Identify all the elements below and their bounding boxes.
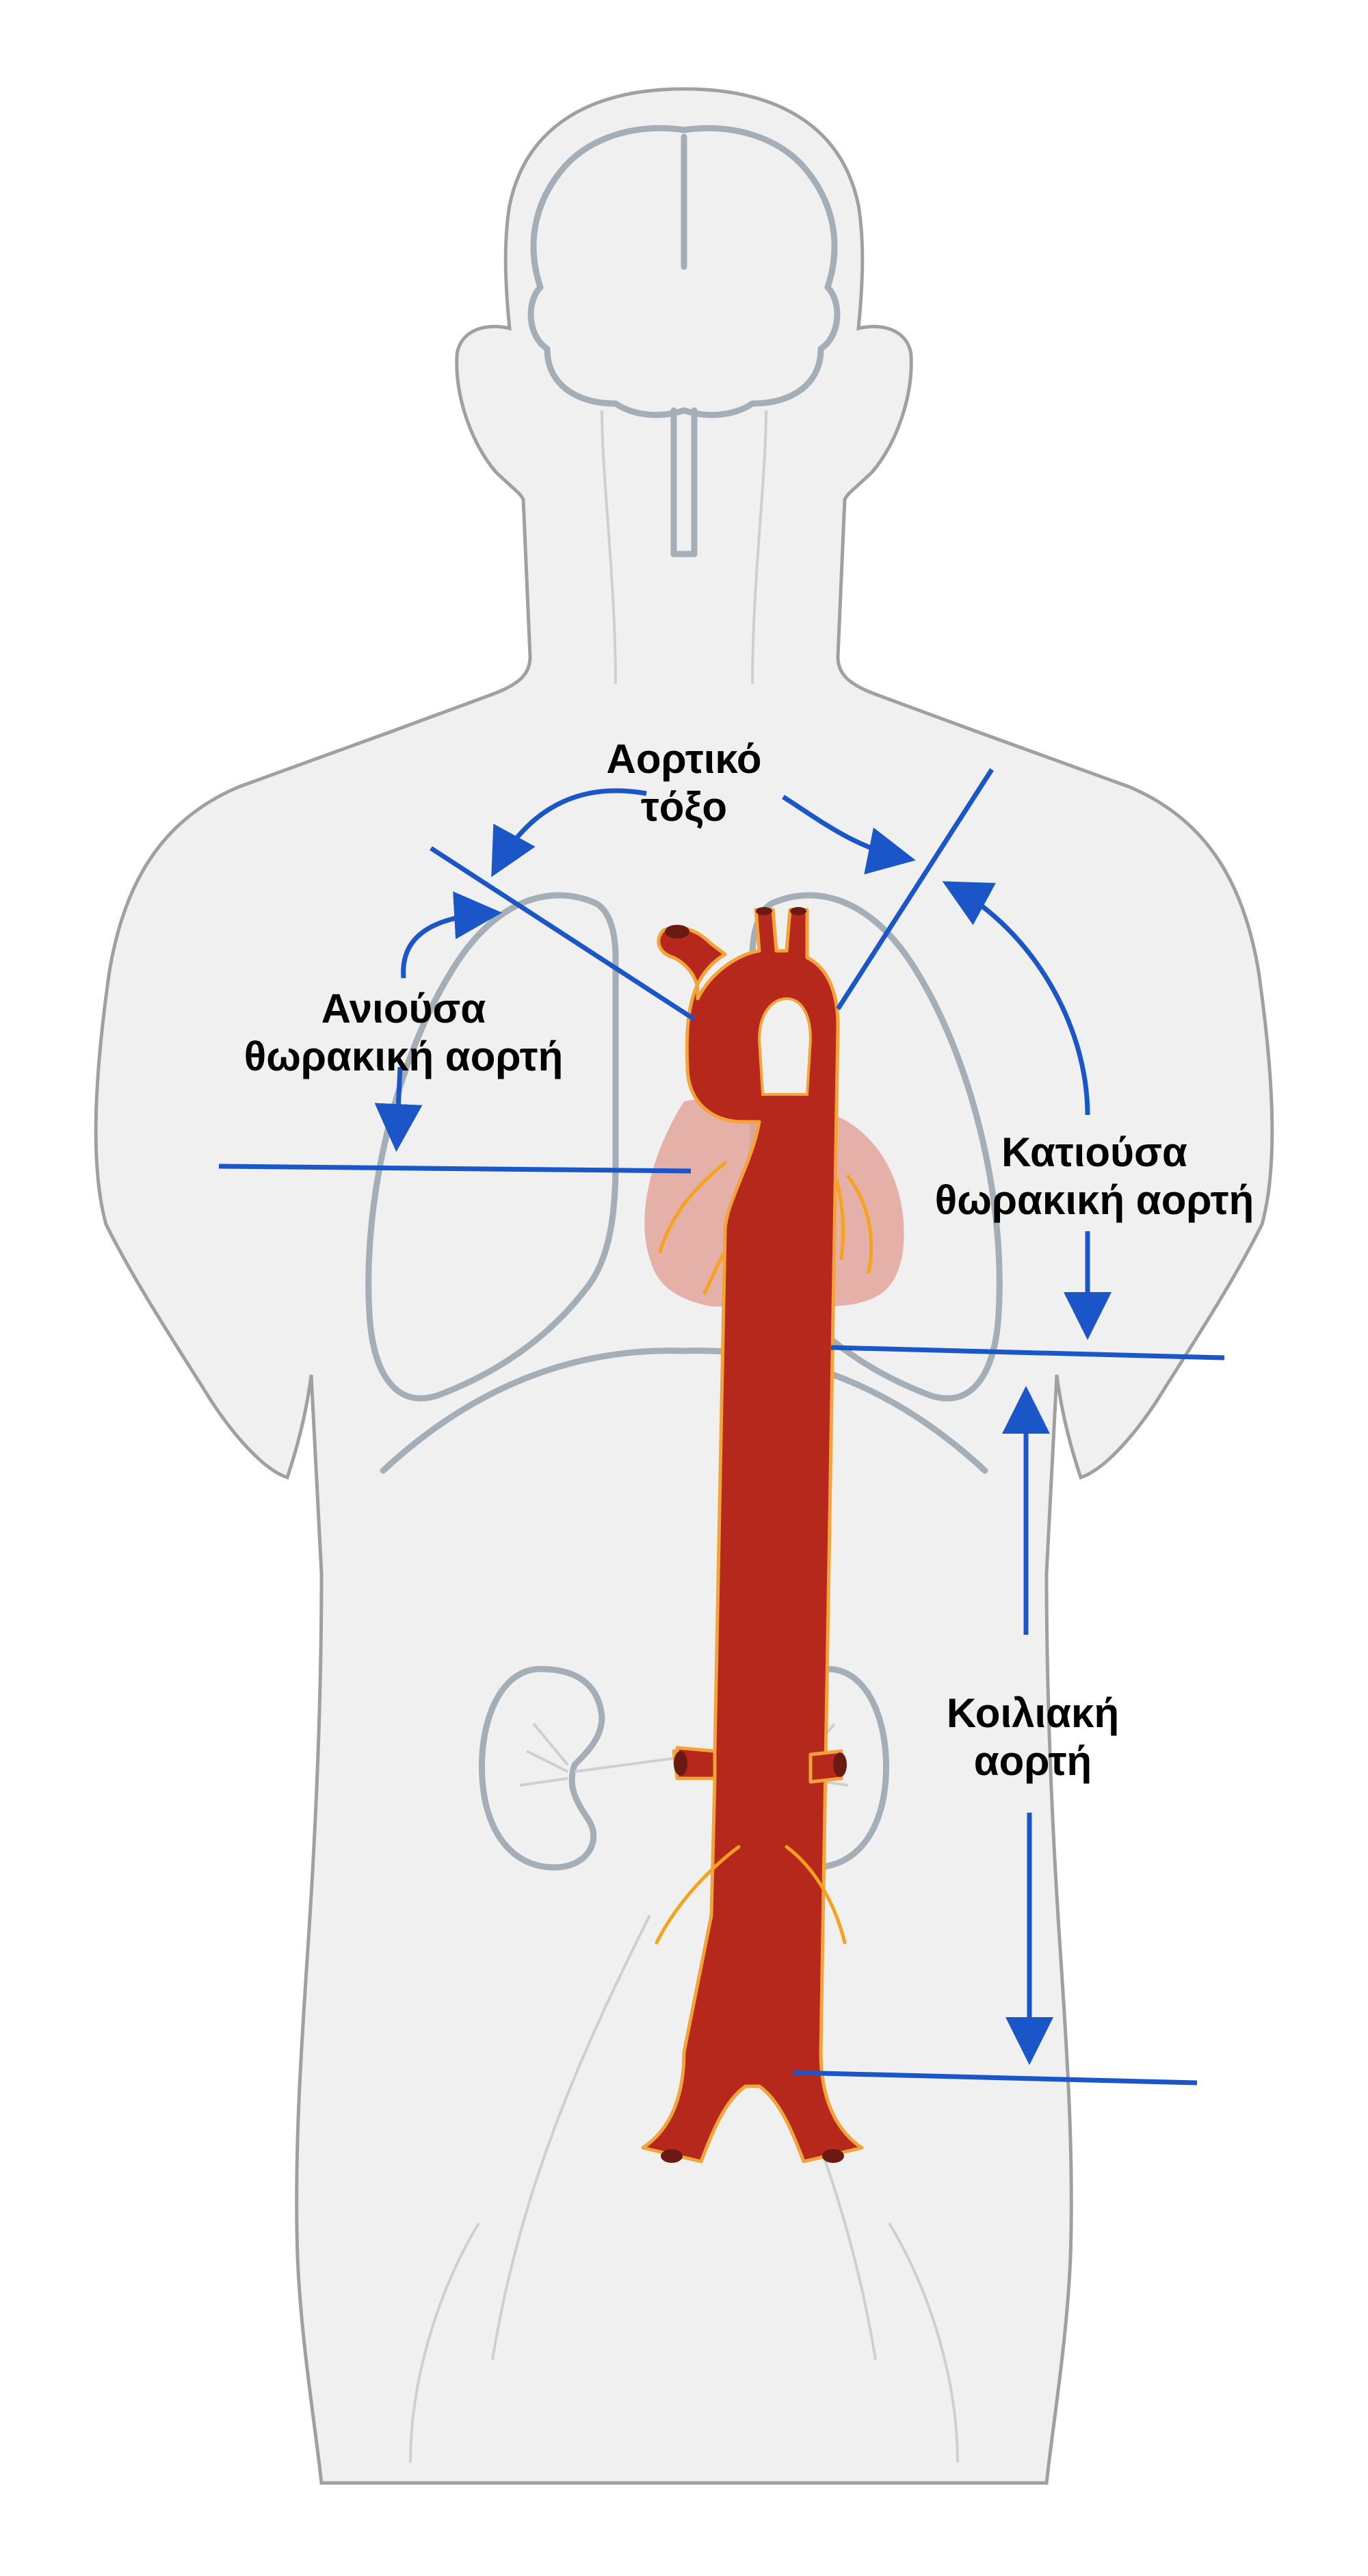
mesenteric-branches [655,1845,847,1945]
vessel-end-subclavian [790,907,806,915]
label-descending-line1: Κατιούσα [1001,1129,1187,1175]
arrow-ascending-down [374,1066,423,1152]
right-renal-artery [675,1746,717,1780]
label-abdominal-line1: Κοιλιακή [947,1690,1119,1736]
label-ascending-line2: θωρακική αορτή [244,1034,563,1079]
arrow-ascending-up [401,891,502,979]
brain-outline [527,125,841,418]
leader-arch-right [836,768,994,1010]
vessel-end-right-iliac [661,2149,683,2163]
arrow-arch-left [491,788,647,878]
aorta [641,908,864,2164]
neck-nerves [601,410,767,685]
label-ascending-line1: Ανιούσα [321,986,486,1031]
leader-abdominal-end [793,2070,1198,2086]
label-aortic-arch-line2: τόξο [641,784,727,830]
vessel-end-carotid [756,907,772,915]
left-renal-artery [808,1749,843,1784]
aortic-arch-inner [757,997,813,1096]
leader-ascending-base [218,1164,692,1174]
label-abdominal-line2: αορτή [974,1738,1092,1784]
vessel-end-left-iliac [822,2149,844,2163]
vessel-end-brachiocephalic [665,925,689,938]
vessel-end-right-renal [674,1751,687,1776]
right-kidney-outline [478,1666,605,1871]
right-lung-outline [365,892,619,1402]
vessel-end-left-renal [833,1752,847,1777]
leader-arch-left [430,846,696,1021]
brain-stem [670,407,698,557]
arrow-arch-right [782,795,916,875]
arrow-descending-up [942,881,1090,1116]
leader-descending-end [830,1345,1225,1361]
label-descending-line2: θωρακική αορτή [935,1177,1254,1223]
diaphragm [380,1348,988,1474]
label-aortic-arch-line1: Αορτικό [607,736,762,782]
